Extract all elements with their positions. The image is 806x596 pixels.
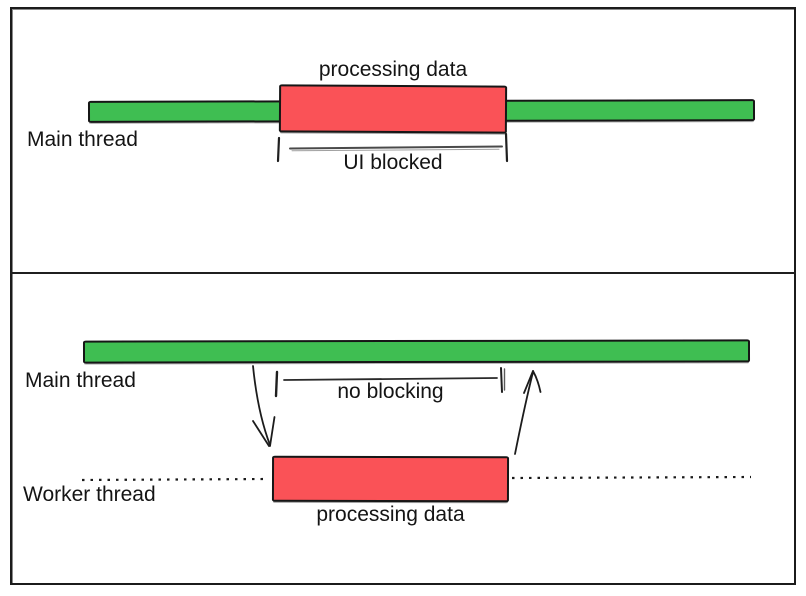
diagram-frame bbox=[10, 7, 796, 585]
processing-data-label-bottom: processing data bbox=[316, 503, 465, 526]
panel-divider bbox=[10, 272, 796, 274]
main-thread-bar-bottom bbox=[82, 339, 751, 364]
no-blocking-label: no blocking bbox=[337, 380, 444, 403]
main-thread-label-top: Main thread bbox=[27, 128, 138, 151]
processing-data-block-top bbox=[278, 84, 508, 134]
processing-data-block-bottom bbox=[271, 455, 510, 503]
ui-blocked-label: UI blocked bbox=[343, 151, 443, 174]
worker-thread-label: Worker thread bbox=[23, 483, 156, 506]
processing-data-label-top: processing data bbox=[318, 58, 468, 81]
main-thread-label-bottom: Main thread bbox=[25, 369, 136, 392]
